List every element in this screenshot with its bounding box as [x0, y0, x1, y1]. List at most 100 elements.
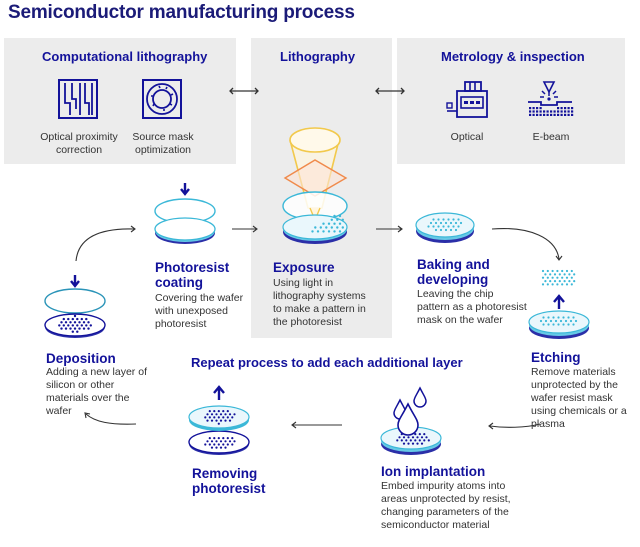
pattern-dot	[80, 317, 83, 321]
pattern-dot	[420, 442, 424, 445]
pattern-dot	[411, 442, 415, 445]
pattern-dot	[536, 110, 539, 113]
pattern-dot	[222, 410, 225, 413]
pattern-dot	[532, 113, 535, 116]
pattern-dot	[82, 321, 86, 324]
pattern-dot	[432, 225, 435, 228]
pattern-dot	[322, 230, 325, 233]
pattern-dot	[219, 419, 223, 422]
pattern-dot	[571, 107, 574, 110]
pattern-dot	[217, 416, 220, 419]
optical-inspection-icon	[446, 81, 488, 118]
pattern-dot	[330, 218, 333, 221]
pattern-dot	[316, 230, 320, 233]
pattern-dot	[437, 225, 440, 228]
pattern-dot	[414, 439, 417, 442]
pattern-dot	[541, 276, 545, 279]
pattern-dot	[206, 419, 209, 422]
pattern-dot	[546, 269, 549, 273]
pattern-dot	[338, 214, 342, 218]
step-desc-exposure: Using light in lithography systems to ma…	[273, 277, 366, 328]
pattern-dot	[572, 316, 575, 319]
pattern-dot	[539, 107, 542, 110]
pattern-dot	[425, 436, 428, 439]
pattern-dot	[541, 269, 545, 273]
pattern-dot	[560, 113, 563, 116]
pattern-dot	[213, 410, 216, 413]
pattern-dot	[64, 327, 68, 330]
pattern-dot	[557, 323, 560, 326]
pattern-dot	[551, 283, 554, 286]
pattern-dot	[407, 436, 410, 439]
pattern-dot	[71, 324, 74, 327]
pattern-dot	[536, 107, 539, 110]
pattern-dot	[208, 443, 211, 446]
pattern-dot	[233, 413, 236, 416]
pattern-dot	[233, 440, 236, 443]
pattern-dot	[439, 221, 443, 225]
pattern-dot	[87, 321, 90, 324]
pattern-dot	[224, 440, 227, 443]
pattern-dot	[427, 439, 430, 442]
photoresist-coating-illustration	[154, 183, 216, 244]
pattern-dot	[532, 107, 535, 110]
pattern-dot	[544, 280, 547, 283]
pattern-dot	[314, 226, 317, 229]
pattern-dot	[557, 113, 560, 116]
pattern-dot	[552, 316, 555, 319]
pattern-dot	[569, 319, 573, 323]
pattern-dot	[564, 319, 568, 323]
pattern-dot	[556, 276, 559, 279]
pattern-dot	[565, 283, 569, 286]
source-mask-label: Source mask optimization	[132, 131, 194, 156]
pattern-dot	[219, 440, 223, 443]
pattern-dot	[454, 228, 458, 232]
pattern-dot	[231, 416, 234, 419]
pattern-dot	[416, 442, 419, 445]
pattern-dot	[336, 226, 339, 229]
pattern-dot	[224, 446, 227, 449]
pattern-dot	[567, 110, 570, 113]
pattern-dot	[452, 218, 455, 221]
pattern-dot	[572, 323, 575, 326]
pattern-dot	[449, 228, 453, 232]
step-desc-etching: Remove materials unprotected by the wafe…	[531, 366, 627, 430]
pattern-dot	[550, 110, 553, 113]
pattern-dot	[542, 323, 545, 326]
pattern-dot	[554, 319, 558, 323]
optical-proximity-icon	[58, 79, 98, 119]
pattern-dot	[333, 222, 336, 225]
pattern-dot	[226, 437, 229, 440]
pattern-dot	[457, 218, 460, 221]
pattern-dot	[546, 276, 549, 279]
pattern-dot	[539, 113, 542, 116]
pattern-dot	[561, 283, 564, 286]
pattern-dot	[71, 317, 74, 321]
pattern-dot	[447, 225, 450, 228]
step-desc-baking-developing: Leaving the chip pattern as a photoresis…	[417, 288, 527, 326]
pattern-dot	[407, 442, 410, 445]
pattern-dot	[311, 230, 314, 233]
panel-title: Metrology & inspection	[441, 49, 585, 64]
pattern-dot	[215, 446, 218, 449]
pattern-dot	[418, 439, 421, 442]
pattern-dot	[543, 113, 546, 116]
pattern-dot	[58, 324, 61, 327]
pattern-dot	[564, 110, 567, 113]
step-desc-photoresist-coating: Covering the wafer with unexposed photor…	[155, 292, 244, 330]
step-title-etching: Etching	[531, 350, 581, 365]
pattern-dot	[336, 218, 339, 221]
pattern-dot	[529, 107, 532, 110]
pattern-dot	[338, 230, 342, 233]
step-desc-deposition: Adding a new layer of silicon or other m…	[46, 366, 147, 417]
pattern-dot	[562, 323, 565, 326]
pattern-dot	[78, 327, 81, 330]
pattern-dot	[217, 443, 220, 446]
pattern-dot	[222, 437, 225, 440]
pattern-dot	[226, 416, 229, 419]
pattern-dot	[78, 321, 81, 324]
pattern-dot	[204, 443, 207, 446]
pattern-dot	[400, 439, 403, 442]
pattern-dot	[219, 413, 223, 416]
pattern-dot	[322, 222, 325, 225]
